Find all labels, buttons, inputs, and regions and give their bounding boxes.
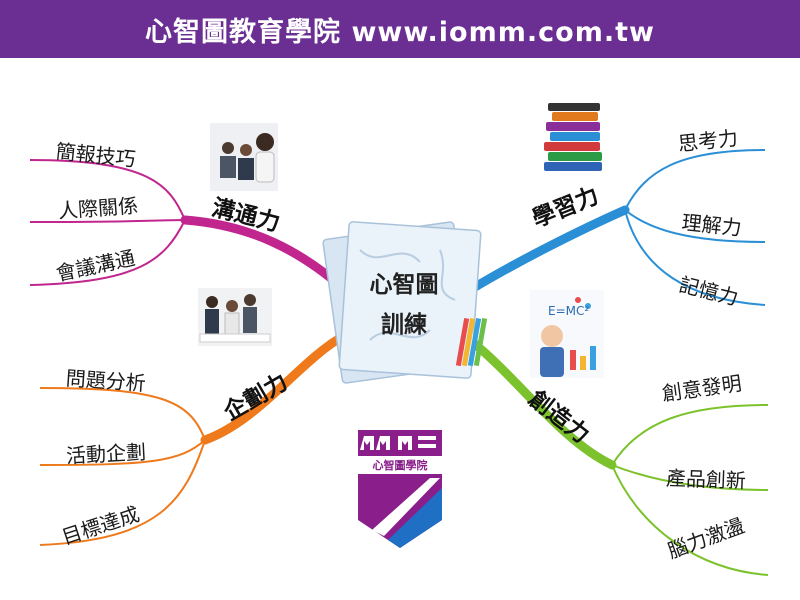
header-bar: 心智圖教育學院 www.iomm.com.tw (0, 0, 800, 58)
header-title: 心智圖教育學院 www.iomm.com.tw (145, 16, 655, 48)
center-topic-line1: 心智圖 (369, 272, 439, 298)
branch-learning-lines (465, 149, 766, 306)
branch-creativity-lines (465, 335, 769, 576)
formula-label: E=MC² (548, 304, 590, 318)
leaf-communication-2: 人際關係 (57, 193, 139, 223)
center-topic-line2: 訓練 (381, 312, 427, 338)
business-meeting-photo (210, 123, 278, 191)
leaf-planning-1: 問題分析 (65, 366, 147, 396)
logo-text: 心智圖學院 (372, 459, 428, 472)
leaf-planning-2: 活動企劃 (65, 439, 147, 468)
center-topic: 心智圖 訓練 (348, 265, 460, 345)
leaf-creativity-2: 產品創新 (665, 466, 747, 493)
child-science-photo (530, 290, 604, 378)
branch-planning-lines (39, 330, 350, 546)
leaf-learning-2: 理解力 (680, 210, 743, 241)
team-discussion-photo (198, 288, 272, 346)
academy-logo (358, 430, 442, 548)
books-stack-icon (544, 103, 602, 171)
center-card-graphic (322, 221, 488, 384)
